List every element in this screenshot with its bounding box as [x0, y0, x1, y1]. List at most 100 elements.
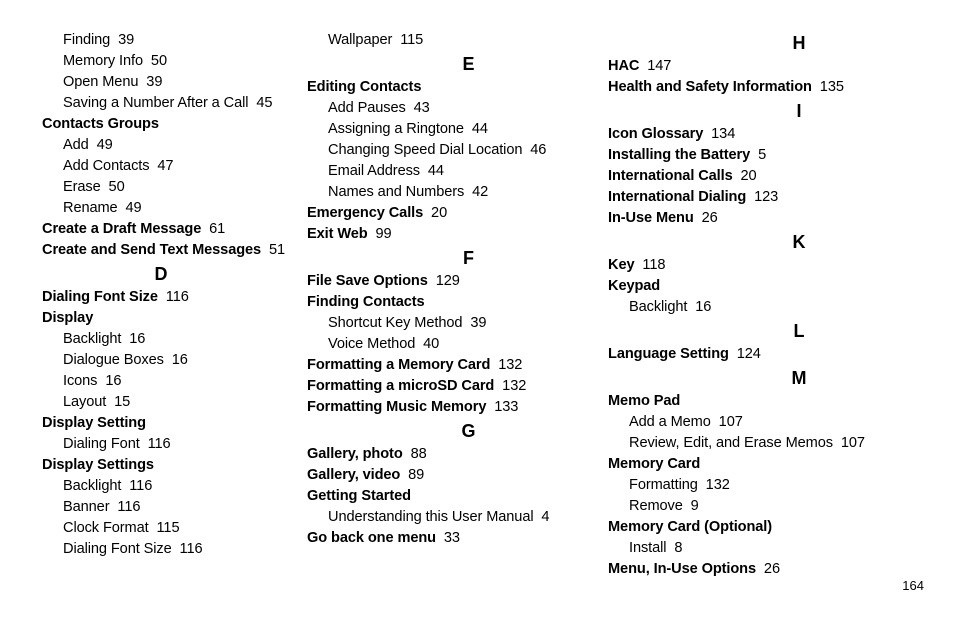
index-entry-sub[interactable]: Dialogue Boxes 16	[42, 350, 300, 371]
index-entry-page: 107	[840, 435, 865, 451]
index-entry-label: Wallpaper	[328, 32, 393, 48]
index-entry-main[interactable]: Contacts Groups	[42, 114, 300, 135]
index-entry-sub[interactable]: Layout 15	[42, 392, 300, 413]
index-entry-sub[interactable]: Banner 116	[42, 497, 300, 518]
index-entry-label: HAC	[608, 58, 640, 74]
index-entry-main[interactable]: International Dialing 123	[608, 187, 930, 208]
index-entry-label: Display Setting	[42, 415, 146, 431]
index-entry-label: Memo Pad	[608, 393, 681, 409]
index-entry-main[interactable]: Icon Glossary 134	[608, 124, 930, 145]
index-entry-page: 39	[146, 74, 163, 90]
index-entry-main[interactable]: Display	[42, 308, 300, 329]
index-entry-page: 44	[427, 163, 444, 179]
index-entry-sub[interactable]: Changing Speed Dial Location 46	[307, 140, 600, 161]
index-entry-main[interactable]: Display Setting	[42, 413, 300, 434]
index-entry-main[interactable]: Gallery, photo 88	[307, 444, 600, 465]
index-entry-page: 147	[647, 58, 672, 74]
index-entry-sub[interactable]: Icons 16	[42, 371, 300, 392]
index-entry-sub[interactable]: Review, Edit, and Erase Memos 107	[608, 433, 930, 454]
index-entry-label: Backlight	[63, 331, 122, 347]
index-entry-label: Icon Glossary	[608, 126, 704, 142]
index-entry-label: Gallery, video	[307, 467, 401, 483]
index-entry-main[interactable]: Formatting Music Memory 133	[307, 397, 600, 418]
index-entry-main[interactable]: Editing Contacts	[307, 77, 600, 98]
index-letter-heading-E: E	[462, 54, 475, 74]
index-entry-main[interactable]: Installing the Battery 5	[608, 145, 930, 166]
index-entry-sub[interactable]: Erase 50	[42, 177, 300, 198]
index-entry-label: Create a Draft Message	[42, 221, 202, 237]
index-entry-sub[interactable]: Voice Method 40	[307, 334, 600, 355]
index-entry-sub[interactable]: Dialing Font Size 116	[42, 539, 300, 560]
index-entry-main[interactable]: Getting Started	[307, 486, 600, 507]
index-entry-main[interactable]: Memo Pad	[608, 391, 930, 412]
index-entry-main[interactable]: Create and Send Text Messages 51	[42, 240, 300, 261]
index-entry-sub[interactable]: Understanding this User Manual 4	[307, 507, 600, 528]
index-entry-sub[interactable]: Finding 39	[42, 30, 300, 51]
index-entry-sub[interactable]: Backlight 16	[42, 329, 300, 350]
index-entry-label: Add Contacts	[63, 158, 150, 174]
index-letter-heading-G: G	[461, 421, 476, 441]
index-entry-sub[interactable]: Remove 9	[608, 496, 930, 517]
index-entry-main[interactable]: Formatting a Memory Card 132	[307, 355, 600, 376]
index-entry-sub[interactable]: Add a Memo 107	[608, 412, 930, 433]
index-entry-sub[interactable]: Shortcut Key Method 39	[307, 313, 600, 334]
index-entry-main[interactable]: Menu, In-Use Options 26	[608, 559, 930, 580]
index-entry-main[interactable]: Keypad	[608, 276, 930, 297]
index-entry-label: Assigning a Ringtone	[328, 121, 464, 137]
index-entry-sub[interactable]: Backlight 116	[42, 476, 300, 497]
index-entry-page: 129	[435, 273, 460, 289]
index-entry-sub[interactable]: Wallpaper 115	[307, 30, 600, 51]
index-entry-main[interactable]: Memory Card (Optional)	[608, 517, 930, 538]
index-entry-label: Icons	[63, 373, 98, 389]
index-entry-main[interactable]: Create a Draft Message 61	[42, 219, 300, 240]
index-entry-sub[interactable]: Saving a Number After a Call 45	[42, 93, 300, 114]
index-entry-main[interactable]: Formatting a microSD Card 132	[307, 376, 600, 397]
index-entry-main[interactable]: Finding Contacts	[307, 292, 600, 313]
index-entry-sub[interactable]: Formatting 132	[608, 475, 930, 496]
index-entry-main[interactable]: File Save Options 129	[307, 271, 600, 292]
index-entry-main[interactable]: Exit Web 99	[307, 224, 600, 245]
index-entry-main[interactable]: HAC 147	[608, 56, 930, 77]
index-entry-main[interactable]: Dialing Font Size 116	[42, 287, 300, 308]
index-entry-main[interactable]: International Calls 20	[608, 166, 930, 187]
index-entry-main[interactable]: Go back one menu 33	[307, 528, 600, 549]
index-entry-sub[interactable]: Add 49	[42, 135, 300, 156]
index-entry-sub[interactable]: Rename 49	[42, 198, 300, 219]
index-entry-sub[interactable]: Names and Numbers 42	[307, 182, 600, 203]
index-entry-main[interactable]: In-Use Menu 26	[608, 208, 930, 229]
index-entry-page: 50	[150, 53, 167, 69]
index-entry-label: Menu, In-Use Options	[608, 561, 756, 577]
index-entry-main[interactable]: Key 118	[608, 255, 930, 276]
index-entry-main[interactable]: Language Setting 124	[608, 344, 930, 365]
index-entry-label: Formatting a Memory Card	[307, 357, 491, 373]
index-entry-page: 45	[256, 95, 273, 111]
index-entry-page: 133	[494, 399, 519, 415]
index-entry-sub[interactable]: Backlight 16	[608, 297, 930, 318]
index-entry-sub[interactable]: Memory Info 50	[42, 51, 300, 72]
index-entry-main[interactable]: Memory Card	[608, 454, 930, 475]
index-entry-label: Contacts Groups	[42, 116, 159, 132]
index-entry-label: Language Setting	[608, 346, 729, 362]
index-entry-sub[interactable]: Clock Format 115	[42, 518, 300, 539]
index-entry-sub[interactable]: Install 8	[608, 538, 930, 559]
page-number: 164	[902, 578, 924, 593]
index-entry-main[interactable]: Gallery, video 89	[307, 465, 600, 486]
index-entry-page: 123	[754, 189, 779, 205]
index-entry-main[interactable]: Emergency Calls 20	[307, 203, 600, 224]
index-entry-label: Add a Memo	[629, 414, 711, 430]
index-entry-sub[interactable]: Assigning a Ringtone 44	[307, 119, 600, 140]
index-entry-page: 49	[96, 137, 113, 153]
index-entry-sub[interactable]: Add Pauses 43	[307, 98, 600, 119]
index-entry-sub[interactable]: Add Contacts 47	[42, 156, 300, 177]
index-entry-main[interactable]: Health and Safety Information 135	[608, 77, 930, 98]
index-entry-sub[interactable]: Dialing Font 116	[42, 434, 300, 455]
index-entry-main[interactable]: Display Settings	[42, 455, 300, 476]
index-entry-sub[interactable]: Open Menu 39	[42, 72, 300, 93]
index-entry-sub[interactable]: Email Address 44	[307, 161, 600, 182]
index-entry-page: 26	[763, 561, 780, 577]
index-entry-label: Formatting a microSD Card	[307, 378, 495, 394]
index-entry-label: Exit Web	[307, 226, 368, 242]
index-entry-page: 134	[711, 126, 736, 142]
